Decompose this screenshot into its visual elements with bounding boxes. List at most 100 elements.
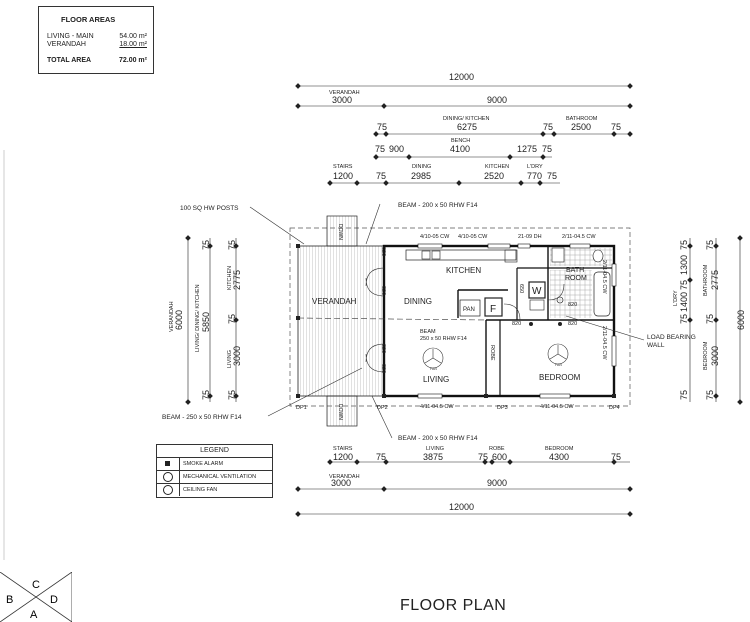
bathtub — [593, 271, 611, 317]
svg-text:KITCHEN: KITCHEN — [485, 164, 509, 170]
left-dimension-values: 6000 75 5850 75 75 2775 75 3000 75 — [174, 240, 242, 400]
svg-text:75: 75 — [201, 240, 211, 250]
svg-text:DP2: DP2 — [377, 405, 388, 411]
svg-text:75: 75 — [611, 452, 621, 462]
svg-text:DP3: DP3 — [497, 405, 508, 411]
dim-robe: 600 — [492, 452, 507, 462]
note-beam-inner-2: 250 x 50 RHW F14 — [420, 336, 467, 342]
top-dimension-values: 12000 3000 9000 75 6275 75 2500 75 75 90… — [332, 72, 621, 181]
room-bedroom: BEDROOM — [539, 373, 581, 382]
stairs-bottom — [326, 395, 358, 427]
dim-stairs-top: 1200 — [333, 171, 353, 181]
roof-outline — [289, 227, 631, 407]
svg-text:820: 820 — [568, 321, 577, 327]
svg-text:2/11-04.5 CW: 2/11-04.5 CW — [601, 326, 607, 360]
right-dimension-labels: L'DRY BATHROOM BEDROOM — [673, 264, 709, 370]
svg-text:75: 75 — [376, 452, 386, 462]
stairs-down-bottom: DOWN — [337, 404, 343, 420]
svg-text:KITCHEN: KITCHEN — [227, 266, 233, 290]
svg-text:2/11-04.5 CW: 2/11-04.5 CW — [562, 234, 596, 240]
dim-bedroom: 4300 — [549, 452, 569, 462]
svg-text:4/10-05 CW: 4/10-05 CW — [458, 234, 488, 240]
pantry-label: PAN — [463, 307, 475, 313]
svg-text:VERANDAH: VERANDAH — [329, 90, 360, 96]
svg-text:LIVING: LIVING — [426, 446, 444, 452]
dim-1300: 1300 — [679, 255, 689, 275]
room-verandah: VERANDAH — [312, 297, 357, 306]
svg-text:4/10-05 CW: 4/10-05 CW — [420, 234, 450, 240]
svg-text:STAIRS: STAIRS — [333, 446, 353, 452]
smoke-alarm-icon — [558, 322, 562, 326]
svg-text:820: 820 — [380, 344, 386, 353]
left-dimension-ticks — [185, 235, 239, 405]
svg-text:4/11-04.5 CW: 4/11-04.5 CW — [540, 404, 574, 410]
room-labels: KITCHEN DINING VERANDAH BATH ROOM LIVING… — [312, 266, 587, 384]
svg-text:BENCH: BENCH — [451, 138, 470, 144]
room-kitchen: KITCHEN — [446, 266, 481, 275]
svg-text:75: 75 — [376, 171, 386, 181]
vanity — [551, 247, 565, 263]
svg-text:L'DRY: L'DRY — [673, 290, 679, 306]
verandah-deck — [297, 245, 385, 397]
svg-text:820: 820 — [380, 364, 386, 373]
bath-fan-icon — [556, 296, 564, 304]
note-beam-bottom: BEAM - 200 x 50 RHW F14 — [398, 435, 478, 442]
dim-900: 900 — [389, 144, 404, 154]
floor-areas-title: FLOOR AREAS — [61, 15, 116, 24]
bottom-dimension-labels: STAIRS LIVING ROBE BEDROOM VERANDAH — [329, 446, 574, 480]
svg-text:BEDROOM: BEDROOM — [703, 341, 709, 370]
svg-text:VERANDAH: VERANDAH — [169, 301, 175, 332]
dim-living: 3875 — [423, 452, 443, 462]
dim-bedroom-right: 3000 — [710, 346, 720, 366]
dim-verandah-top: 3000 — [332, 95, 352, 105]
svg-text:75: 75 — [377, 122, 387, 132]
svg-text:DINING/ KITCHEN: DINING/ KITCHEN — [443, 116, 489, 122]
ceiling-fan-icon — [422, 347, 444, 369]
svg-text:75: 75 — [547, 171, 557, 181]
svg-text:75: 75 — [478, 452, 488, 462]
dim-verandah-left: 6000 — [174, 310, 184, 330]
dim-overall-right: 6000 — [736, 310, 746, 330]
fridge-space — [484, 297, 503, 317]
legend-item-fan: CEILING FAN — [157, 484, 272, 496]
svg-text:ROBE: ROBE — [489, 446, 505, 452]
svg-text:75: 75 — [543, 122, 553, 132]
compass-a: A — [30, 609, 38, 621]
floor-areas-table: FLOOR AREAS LIVING - MAIN 54.00 m² VERAN… — [38, 6, 154, 74]
kitchen-bench — [405, 249, 517, 261]
room-bath: BATH — [566, 267, 584, 274]
svg-text:75: 75 — [679, 390, 689, 400]
dim-ldry: 770 — [527, 171, 542, 181]
dim-bathroom: 2500 — [571, 122, 591, 132]
dim-stairs-bottom: 1200 — [333, 452, 353, 462]
svg-text:FAN: FAN — [555, 363, 562, 367]
plan-title: FLOOR PLAN — [400, 597, 507, 614]
washer-label: W — [532, 286, 542, 297]
room-robe: ROBE — [489, 345, 495, 361]
dim-overall-bottom: 12000 — [449, 502, 474, 512]
compass-c: C — [32, 579, 40, 591]
legend-item-ventilation: MECHANICAL VENTILATION — [157, 471, 272, 484]
svg-text:75: 75 — [227, 314, 237, 324]
fridge-label: F — [490, 304, 496, 315]
bath-tiles — [550, 270, 592, 318]
svg-text:75: 75 — [542, 144, 552, 154]
svg-text:BATHROOM: BATHROOM — [566, 116, 598, 122]
svg-text:LIVING: LIVING — [227, 350, 233, 368]
svg-text:820: 820 — [380, 247, 386, 256]
bottom-dimension-lines — [298, 461, 630, 515]
svg-text:STAIRS: STAIRS — [333, 164, 353, 170]
dim-kitchen: 2520 — [484, 171, 504, 181]
svg-text:75: 75 — [705, 390, 715, 400]
svg-text:820: 820 — [512, 321, 521, 327]
svg-text:75: 75 — [679, 314, 689, 324]
post-tags: DP1 DP2 DP3 DP4 — [296, 405, 620, 411]
svg-text:75: 75 — [611, 122, 621, 132]
svg-text:L'DRY: L'DRY — [527, 164, 543, 170]
svg-text:2/11-04.5 CW: 2/11-04.5 CW — [601, 260, 607, 294]
kitchen-sink — [421, 250, 441, 260]
svg-text:LIVING/ DINING/ KITCHEN: LIVING/ DINING/ KITCHEN — [195, 284, 201, 352]
dim-main-top: 9000 — [487, 95, 507, 105]
compass-b: B — [6, 594, 13, 606]
